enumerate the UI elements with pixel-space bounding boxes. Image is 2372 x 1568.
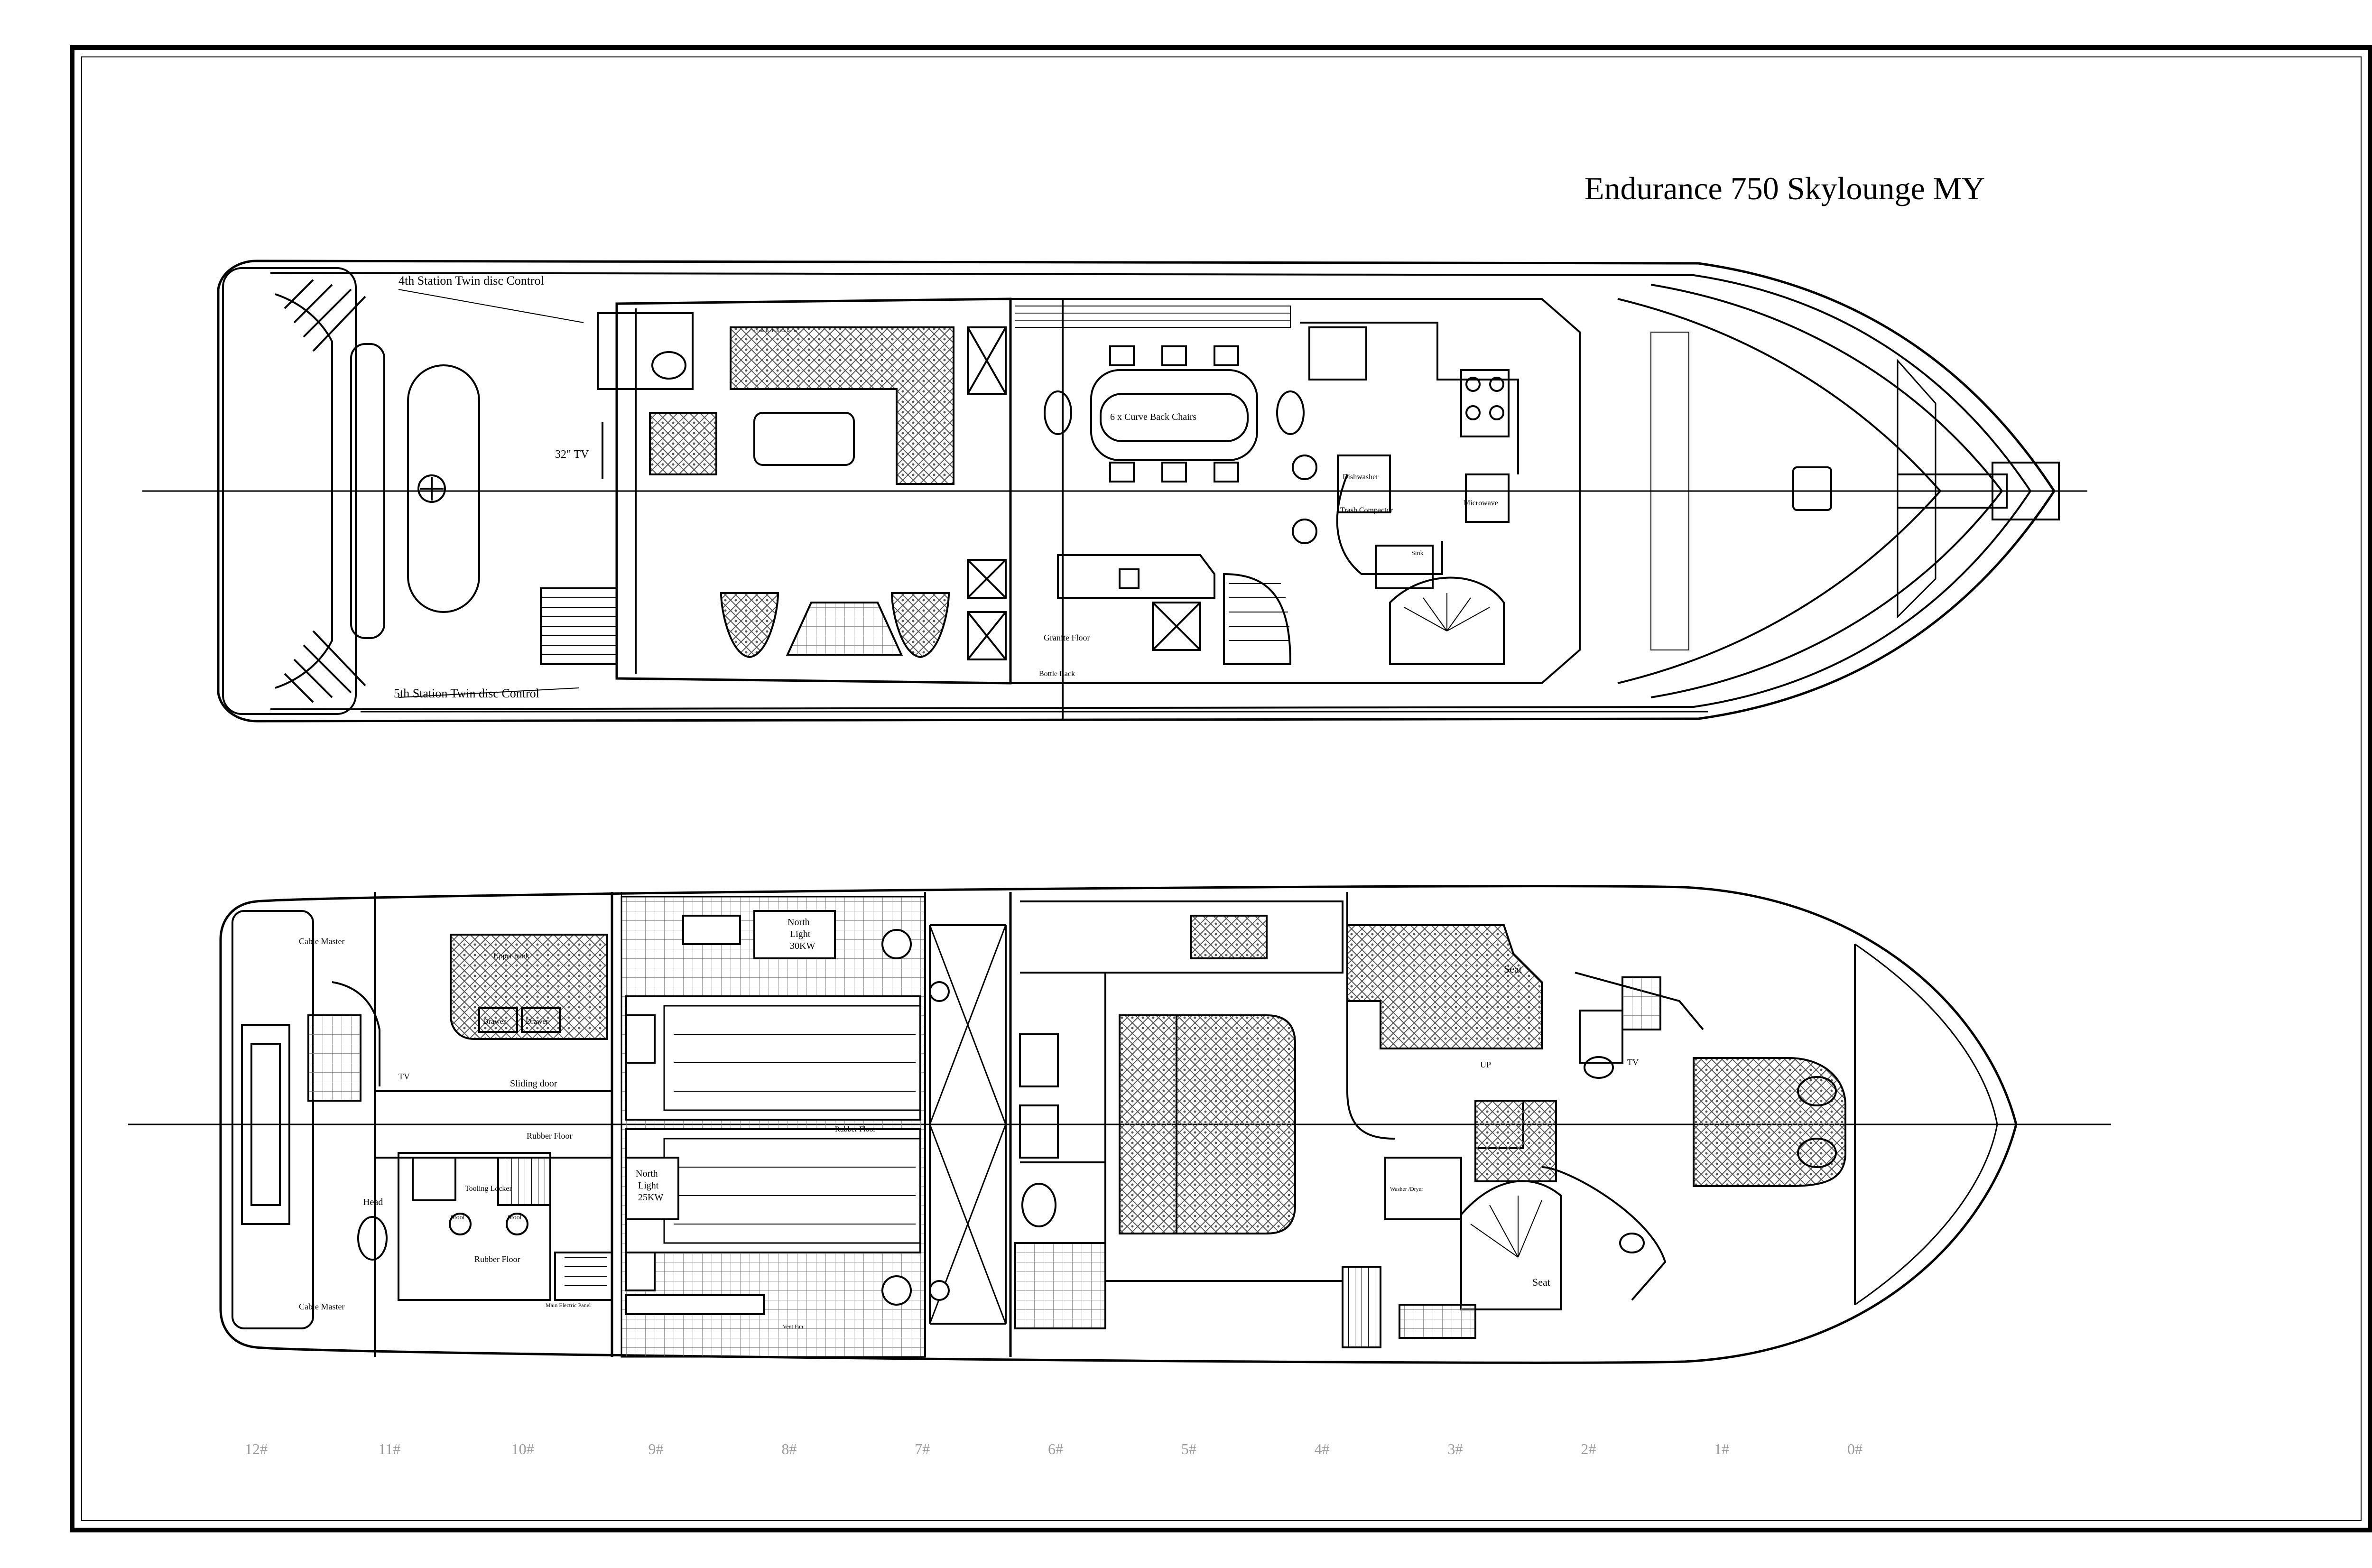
label-4th-station-control: 4th Station Twin disc Control bbox=[398, 274, 544, 288]
label-upper-bunk: Upper bunk bbox=[493, 952, 529, 960]
label-seat-2: Seat bbox=[1532, 1276, 1550, 1288]
station-number: 6# bbox=[1048, 1440, 1063, 1457]
label-generator-25kw-line2: Light bbox=[638, 1180, 659, 1191]
label-tv-left: TV bbox=[398, 1072, 410, 1081]
upper-deck-plan bbox=[142, 260, 2087, 723]
label-drawer-2: Drawer bbox=[526, 1018, 549, 1026]
label-tooling-locker: Tooling Locker bbox=[465, 1185, 512, 1193]
lower-deck-plan bbox=[128, 885, 2111, 1364]
lower-deck-labels: Cable Master Cable Master Upper bunk Dra… bbox=[299, 917, 1639, 1330]
drawing-title: Endurance 750 Skylounge MY bbox=[1584, 170, 1985, 206]
label-32-tv: 32" TV bbox=[555, 448, 589, 461]
label-sliding-door: Sliding door bbox=[510, 1078, 557, 1089]
station-number: 12# bbox=[245, 1440, 268, 1457]
label-stool-2: Stool bbox=[508, 1214, 522, 1221]
station-number-row: 12# 11# 10# 9# 8# 7# 6# 5# 4# 3# 2# 1# 0# bbox=[245, 1440, 1862, 1457]
label-generator-30kw-line3: 30KW bbox=[790, 941, 815, 951]
label-cable-master-bottom: Cable Master bbox=[299, 1302, 344, 1311]
label-up: UP bbox=[1480, 1060, 1491, 1069]
label-generator-25kw-line3: 25KW bbox=[638, 1192, 663, 1203]
label-rubber-floor-2: Rubber Floor bbox=[474, 1254, 520, 1264]
station-number: 2# bbox=[1581, 1440, 1596, 1457]
station-number: 7# bbox=[915, 1440, 930, 1457]
station-number: 5# bbox=[1181, 1440, 1196, 1457]
station-number: 4# bbox=[1315, 1440, 1330, 1457]
label-sink: Sink bbox=[1411, 550, 1424, 557]
station-number: 8# bbox=[781, 1440, 797, 1457]
upper-deck-labels: 4th Station Twin disc Control 5th Statio… bbox=[394, 274, 1498, 700]
label-generator-25kw-line1: North bbox=[636, 1169, 658, 1179]
station-number: 0# bbox=[1847, 1440, 1862, 1457]
label-vent-fan: Vent Fan bbox=[783, 1323, 803, 1330]
label-dishwasher: Dishwasher bbox=[1343, 473, 1379, 481]
label-microwave: Microwave bbox=[1464, 499, 1498, 507]
label-5th-station-control: 5th Station Twin disc Control bbox=[394, 687, 539, 700]
label-washer-dryer: Washer /Dryer bbox=[1390, 1186, 1423, 1192]
station-number: 10# bbox=[511, 1440, 534, 1457]
label-seat-1: Seat bbox=[1504, 963, 1522, 975]
label-main-electric-panel: Main Electric Panel bbox=[546, 1302, 591, 1308]
label-generator-30kw-line2: Light bbox=[790, 929, 811, 939]
label-bottle-rack: Bottle Rack bbox=[1039, 670, 1075, 678]
label-head: Head bbox=[363, 1197, 383, 1207]
label-rubber-floor-3: Rubber Floor bbox=[835, 1125, 876, 1133]
label-rubber-floor-1: Rubber Floor bbox=[527, 1131, 573, 1141]
station-number: 3# bbox=[1448, 1440, 1463, 1457]
label-cooktop: Cooktop Fan Extractor bbox=[754, 328, 798, 334]
label-drawer-1: Drawer bbox=[483, 1018, 506, 1026]
label-stool-1: Stool bbox=[451, 1214, 465, 1221]
station-number: 9# bbox=[649, 1440, 664, 1457]
label-granite-floor: Granite Floor bbox=[1044, 633, 1090, 642]
label-tv: TV bbox=[1627, 1058, 1639, 1067]
station-number: 1# bbox=[1714, 1440, 1729, 1457]
label-cable-master-top: Cable Master bbox=[299, 937, 344, 946]
label-trash-compactor: Trash Compactor bbox=[1340, 506, 1393, 514]
station-number: 11# bbox=[378, 1440, 400, 1457]
sheet-border bbox=[70, 45, 2372, 1532]
label-generator-30kw-line1: North bbox=[788, 917, 810, 928]
label-curve-back-chairs: 6 x Curve Back Chairs bbox=[1110, 412, 1196, 422]
